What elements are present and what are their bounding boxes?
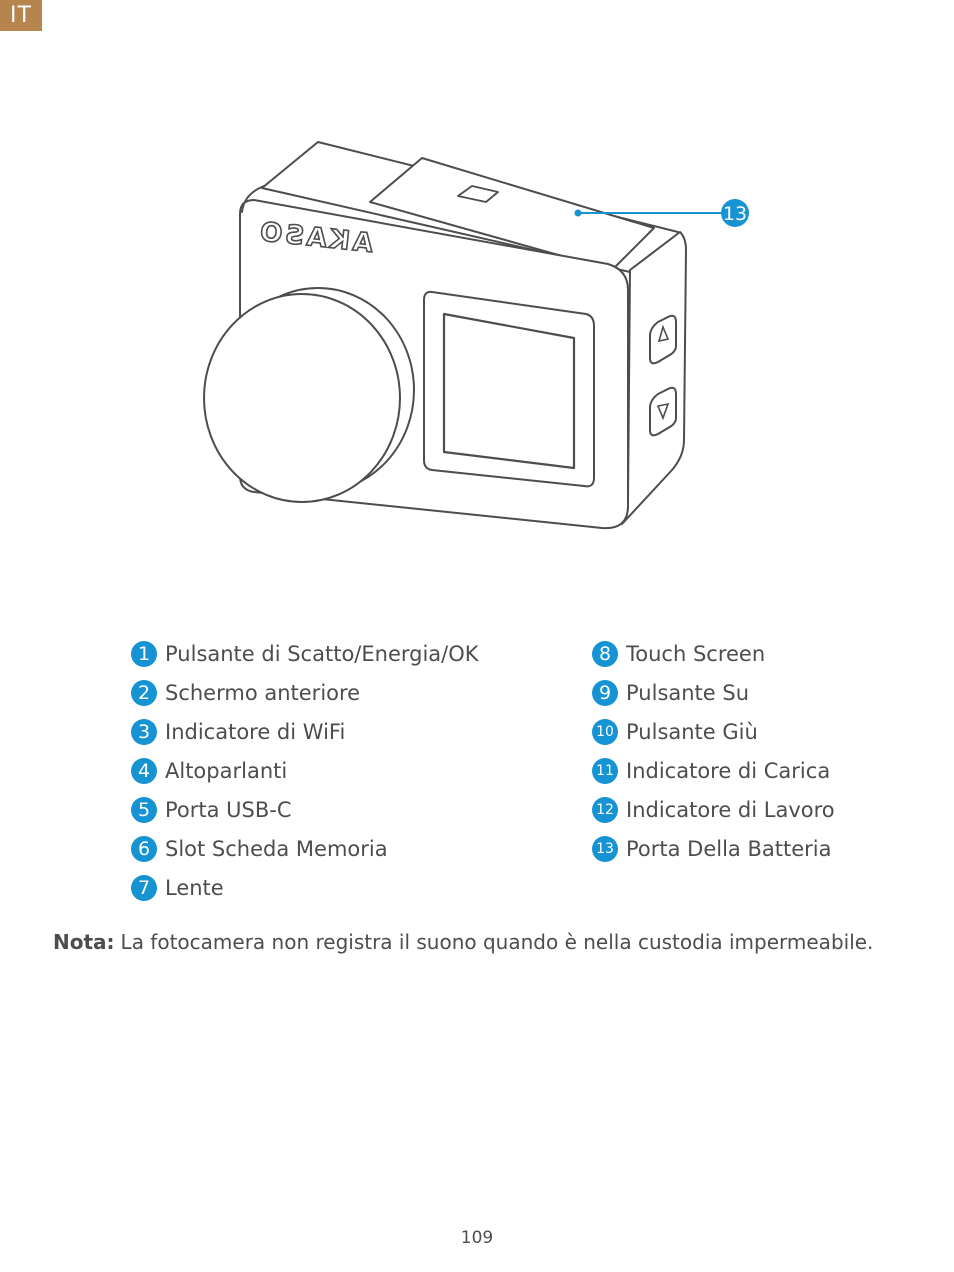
- number-badge: 10: [592, 718, 618, 745]
- legend-label: Indicatore di Lavoro: [626, 797, 835, 822]
- legend-label: Lente: [165, 875, 224, 900]
- legend-item: 8 Touch Screen: [592, 634, 835, 673]
- number-badge: 4: [131, 757, 157, 784]
- legend-label: Pulsante Su: [626, 680, 750, 705]
- legend-item: 6 Slot Scheda Memoria: [131, 829, 479, 868]
- touch-screen: [442, 312, 576, 470]
- legend-label: Slot Scheda Memoria: [165, 836, 388, 861]
- legend-label: Indicatore di Carica: [626, 758, 831, 783]
- legend-item: 2 Schermo anteriore: [131, 673, 479, 712]
- number-badge: 6: [131, 835, 157, 862]
- legend-right: 8 Touch Screen 9 Pulsante Su 10 Pulsante Gi…: [592, 634, 835, 868]
- callout-dot: [574, 209, 582, 217]
- legend-item: 12 Indicatore di Lavoro: [592, 790, 835, 829]
- number-badge: 3: [131, 718, 157, 745]
- top-shutter-button: [457, 185, 499, 203]
- number-badge: 1: [131, 640, 157, 667]
- legend-item: 1 Pulsante di Scatto/Energia/OK: [131, 634, 479, 673]
- legend-item: 7 Lente: [131, 868, 479, 907]
- legend-label: Altoparlanti: [165, 758, 288, 783]
- legend-item: 5 Porta USB-C: [131, 790, 479, 829]
- legend-label: Pulsante Giù: [626, 719, 758, 744]
- number-badge: 8: [592, 640, 618, 667]
- legend-label: Indicatore di WiFi: [165, 719, 346, 744]
- callout-number: 13: [723, 203, 747, 225]
- down-triangle-icon: [656, 402, 670, 421]
- number-badge: 5: [131, 796, 157, 823]
- callout-badge: [721, 199, 749, 227]
- legend-item: 11 Indicatore di Carica: [592, 751, 835, 790]
- legend-left: 1 Pulsante di Scatto/Energia/OK 2 Schermo …: [131, 634, 479, 907]
- down-button: [649, 386, 677, 437]
- note-label: Nota:: [53, 930, 115, 954]
- number-badge: 2: [131, 679, 157, 706]
- legend-label: Porta Della Batteria: [626, 836, 832, 861]
- legend-item: 4 Altoparlanti: [131, 751, 479, 790]
- legend-label: Porta USB-C: [165, 797, 292, 822]
- page-number: 109: [460, 1228, 494, 1248]
- legend-label: Schermo anteriore: [165, 680, 361, 705]
- legend-label: Touch Screen: [626, 641, 766, 666]
- legend-item: 3 Indicatore di WiFi: [131, 712, 479, 751]
- number-badge: 7: [131, 874, 157, 901]
- language-tag: IT: [0, 0, 42, 31]
- camera-illustration: AKASO 13: [203, 141, 749, 530]
- legend-label: Pulsante di Scatto/Energia/OK: [165, 641, 479, 666]
- lens-cap: [203, 293, 401, 503]
- battery-door: [369, 157, 655, 271]
- number-badge: 9: [592, 679, 618, 706]
- number-badge: 12: [592, 796, 618, 823]
- legend-item: 13 Porta Della Batteria: [592, 829, 835, 868]
- legend-item: 10 Pulsante Giù: [592, 712, 835, 751]
- legend-item: 9 Pulsante Su: [592, 673, 835, 712]
- number-badge: 13: [592, 835, 618, 862]
- up-triangle-icon: [657, 324, 670, 343]
- camera-side-face: [621, 231, 687, 525]
- note-text: La fotocamera non registra il suono quan…: [120, 930, 874, 954]
- note: Nota:La fotocamera non registra il suono…: [53, 930, 873, 954]
- number-badge: 11: [592, 757, 618, 784]
